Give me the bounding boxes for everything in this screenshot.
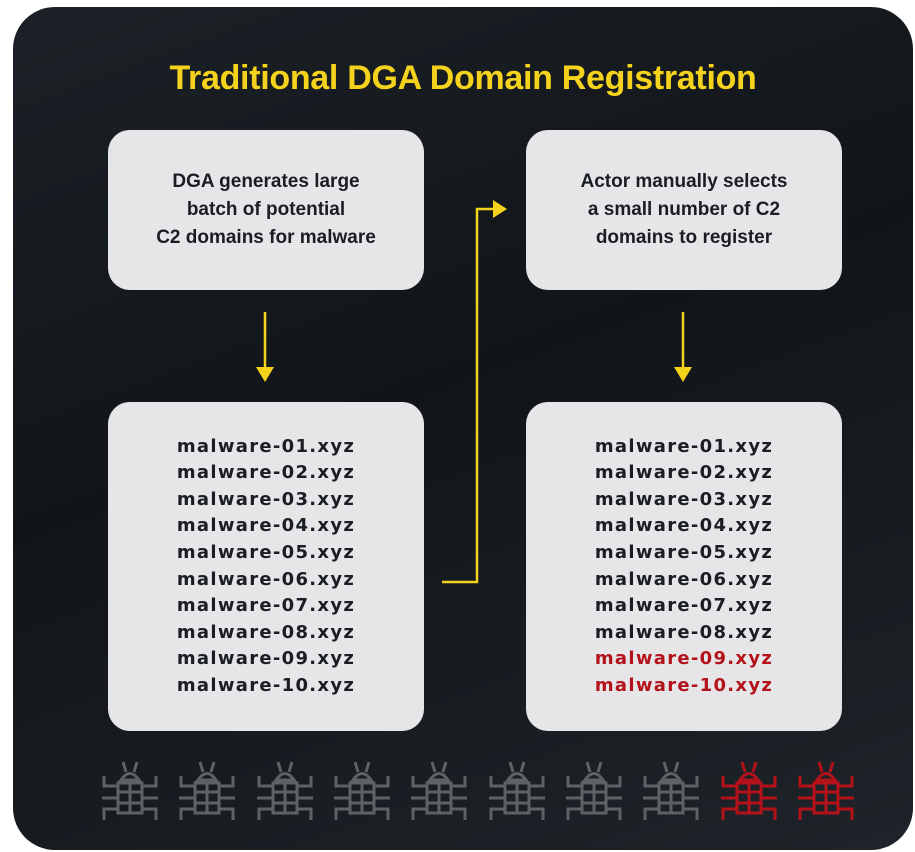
domain-item: malware-07.xyz bbox=[176, 595, 356, 617]
bug-icon bbox=[639, 759, 703, 823]
bug-icon bbox=[175, 759, 239, 823]
arrow-elbow-connector bbox=[442, 200, 507, 584]
domain-item: malware-05.xyz bbox=[594, 541, 774, 563]
domain-item: malware-04.xyz bbox=[176, 515, 356, 537]
domain-item: malware-09.xyz bbox=[176, 648, 356, 670]
diagram-card: Traditional DGA Domain Registration DGA … bbox=[13, 7, 913, 850]
domain-item: malware-08.xyz bbox=[594, 621, 774, 643]
bug-icon bbox=[330, 759, 394, 823]
bug-icon bbox=[485, 759, 549, 823]
dga-generates-box: DGA generates large batch of potential C… bbox=[108, 130, 424, 290]
registered-domain-item: malware-10.xyz bbox=[594, 674, 774, 696]
generated-domains-list: malware-01.xyz malware-02.xyz malware-03.x… bbox=[177, 434, 355, 700]
domain-item: malware-06.xyz bbox=[176, 568, 356, 590]
actor-selects-box: Actor manually selects a small number of… bbox=[526, 130, 842, 290]
bug-icon bbox=[98, 759, 162, 823]
connector-arrows bbox=[256, 200, 692, 584]
registered-domain-item: malware-09.xyz bbox=[594, 648, 774, 670]
dga-generates-text: DGA generates large batch of potential C… bbox=[156, 171, 376, 248]
arrow-down-right bbox=[674, 312, 692, 382]
domain-item: malware-10.xyz bbox=[176, 674, 356, 696]
domain-item: malware-06.xyz bbox=[594, 568, 774, 590]
bug-icon bbox=[562, 759, 626, 823]
domain-item: malware-07.xyz bbox=[594, 595, 774, 617]
domain-item: malware-01.xyz bbox=[594, 435, 774, 457]
bug-icon-row bbox=[98, 759, 858, 823]
bug-icon bbox=[407, 759, 471, 823]
diagram-title: Traditional DGA Domain Registration bbox=[169, 59, 757, 97]
selected-domains-box: malware-01.xyz malware-02.xyz malware-03.x… bbox=[526, 402, 842, 731]
domain-item: malware-08.xyz bbox=[176, 621, 356, 643]
bug-icon bbox=[253, 759, 317, 823]
domain-item: malware-05.xyz bbox=[176, 541, 356, 563]
generated-domains-box: malware-01.xyz malware-02.xyz malware-03.x… bbox=[108, 402, 424, 731]
domain-item: malware-04.xyz bbox=[594, 515, 774, 537]
domain-item: malware-02.xyz bbox=[594, 462, 774, 484]
domain-item: malware-03.xyz bbox=[176, 488, 356, 510]
bug-icon bbox=[717, 759, 781, 823]
domain-item: malware-03.xyz bbox=[594, 488, 774, 510]
selected-domains-list: malware-01.xyz malware-02.xyz malware-03.x… bbox=[595, 434, 773, 700]
actor-selects-text: Actor manually selects a small number of… bbox=[580, 171, 788, 248]
arrow-down-left bbox=[256, 312, 274, 382]
domain-item: malware-02.xyz bbox=[176, 462, 356, 484]
bug-icon bbox=[794, 759, 858, 823]
domain-item: malware-01.xyz bbox=[176, 435, 356, 457]
